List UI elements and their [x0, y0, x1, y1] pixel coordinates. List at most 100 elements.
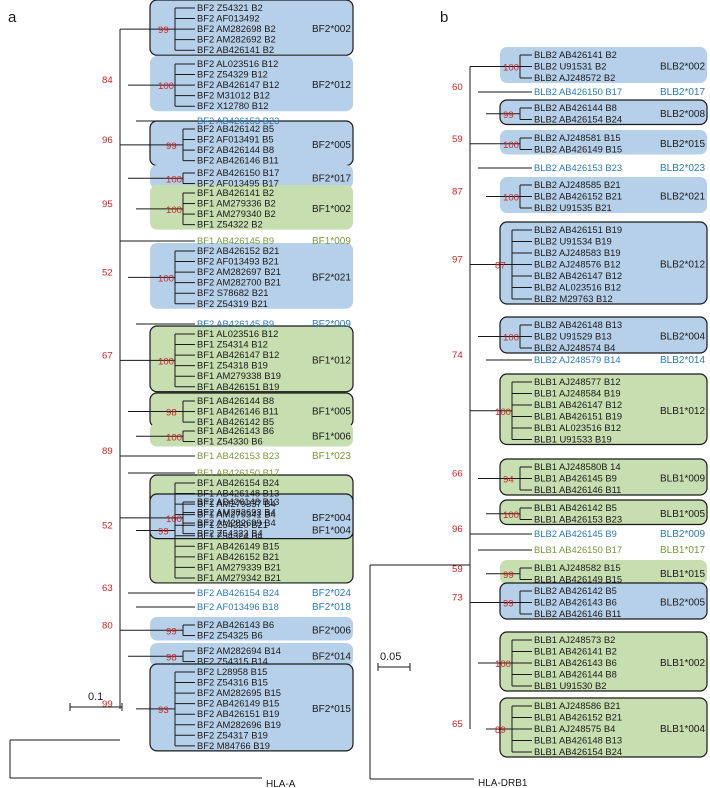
a-leaf-label: BF1 AB426149 B15 [197, 540, 279, 551]
b-leaf-label: BLB1 AB426147 B12 [534, 399, 622, 410]
b-group-name: BLB1*009 [660, 474, 705, 485]
a-leaf-label: BF1 AB426154 B24 [197, 477, 279, 488]
b-group-name: BLB1*002 [660, 658, 705, 669]
b-leaf-label: BLB1 AJ248582 B15 [534, 562, 621, 573]
b-group-box [499, 582, 708, 620]
a-leaf-label: BF2 Z54319 B21 [197, 298, 268, 309]
a-leaf-label: BF2 AL023516 B12 [197, 58, 278, 69]
outgroup-label-b: HLA-DRB1 [478, 778, 528, 788]
a-leaf-label: BF1 Z54320 B21 [197, 519, 268, 530]
a-bootstrap: 98 [166, 652, 177, 663]
a-leaf-label: BF2 AF013495 B17 [197, 178, 279, 189]
a-leaf-label: BF1 AM279339 B21 [197, 561, 281, 572]
b-inner-bootstrap: 65 [452, 719, 463, 730]
b-leaf-label: BLB2 AB426146 B11 [534, 608, 621, 619]
a-leaf-label: BF2 AB426146 B11 [197, 155, 279, 166]
a-bootstrap: 100 [166, 432, 182, 443]
a-leaf-label: BF1 AM279340 B2 [197, 208, 276, 219]
b-leaf-label: BLB2 AB426142 B5 [534, 585, 617, 596]
b-leaf-label: BLB1 AL023516 B12 [534, 422, 621, 433]
b-leaf-label: BLB2 U91535 B21 [534, 202, 612, 213]
a-leaf-label: BF2 AB426148 B13 [197, 496, 279, 507]
a-leaf-label: BF2 AM282693 B4 [197, 507, 276, 518]
a-leaf-label: BF1 AB426144 B8 [197, 395, 274, 406]
b-leaf-label: BLB2 AB426154 B24 [534, 114, 622, 125]
b-bootstrap: 99 [503, 110, 514, 121]
a-leaf-label: BF2 AF013491 B5 [197, 134, 274, 145]
b-leaf-label: BLB2 AB426143 B6 [534, 597, 617, 608]
b-leaf-label: BLB1 AJ248575 B4 [534, 723, 615, 734]
b-group-name: BLB1*015 [660, 569, 705, 580]
b-inner-bootstrap: 59 [452, 134, 463, 145]
a-leaf-label: BF1 AB426150 B17 [197, 467, 279, 478]
b-group-name: BLB2*017 [660, 87, 705, 98]
b-group-name: BLB2*015 [660, 139, 705, 150]
panel-label-b: b [440, 9, 448, 26]
b-group-box [500, 177, 707, 213]
a-bootstrap: 100 [166, 514, 182, 525]
b-leaf-label: BLB1 AJ248586 B21 [534, 700, 621, 711]
b-leaf-label: BLB2 M29763 B12 [534, 293, 613, 304]
a-group-name: BF1*004 [312, 525, 351, 536]
b-bootstrap: 100 [495, 659, 511, 670]
b-leaf-label: BLB1 AB426141 B2 [534, 646, 617, 657]
b-bootstrap: 100 [503, 193, 519, 204]
b-bootstrap: 87 [495, 261, 506, 272]
b-leaf-label: BLB1 AB426143 B6 [534, 657, 617, 668]
a-leaf-label: BF2 AB426145 B9 [197, 318, 274, 329]
b-group-name: BLB2*008 [660, 109, 705, 120]
a-group-name: BF2*012 [312, 80, 351, 91]
a-bootstrap: 99 [166, 141, 177, 152]
b-bootstrap: 100 [503, 63, 519, 74]
a-group-name: BF2*004 [312, 513, 351, 524]
a-leaf-label: BF1 AB426143 B6 [197, 425, 274, 436]
a-inner-bootstrap: 67 [102, 350, 113, 361]
a-leaf-label: BF2 AB426151 B19 [197, 708, 279, 719]
scale-bar-a: 0.1 [69, 691, 123, 711]
b-group-name: BLB2*021 [660, 192, 705, 203]
a-group-name: BF1*023 [312, 451, 351, 462]
a-bootstrap: 100 [158, 356, 174, 367]
a-bootstrap: 99 [158, 25, 169, 36]
b-leaf-label: BLB2 AJ248585 B21 [534, 179, 621, 190]
b-group-name: BLB2*014 [660, 355, 705, 366]
a-leaf-label: BF1 AB426146 B11 [197, 406, 279, 417]
a-bootstrap: 100 [166, 174, 182, 185]
b-group-name: BLB1*017 [660, 545, 705, 556]
a-leaf-label: BF1 AB426151 B19 [197, 381, 279, 392]
b-group-name: BLB2*009 [660, 529, 705, 540]
b-leaf-label: BLB2 AJ248579 B14 [534, 354, 621, 365]
a-leaf-label: BF2 AF013493 B21 [197, 256, 279, 267]
b-group-name: BLB2*002 [660, 62, 705, 73]
b-leaf-label: BLB2 U91534 B19 [534, 236, 612, 247]
b-inner-bootstrap: 87 [452, 187, 463, 198]
a-inner-bootstrap: 89 [102, 446, 113, 457]
outgroup-label-a: HLA-A [266, 779, 296, 788]
b-leaf-label: BLB1 AB426150 B17 [534, 544, 622, 555]
a-bootstrap: 93 [158, 705, 169, 716]
b-leaf-label: BLB1 AB426144 B8 [534, 669, 617, 680]
a-group-name: BF1*005 [312, 407, 351, 418]
b-group-box [500, 47, 707, 83]
b-leaf-label: BLB2 AJ248574 B4 [534, 342, 615, 353]
a-leaf-label: BF2 Z54323 B4 [197, 528, 263, 539]
a-group-name: BF2*009 [312, 319, 351, 330]
a-leaf-label: BF2 AM282694 B14 [197, 645, 281, 656]
b-group-name: BLB1*012 [660, 406, 705, 417]
a-leaf-label: BF2 Z54325 B6 [197, 630, 263, 641]
a-leaf-label: BF2 X12780 B12 [197, 100, 268, 111]
a-leaf-label: BF1 Z54330 B6 [197, 436, 263, 447]
a-inner-bootstrap: 99 [102, 699, 113, 710]
b-leaf-label: BLB2 AB426144 B8 [534, 102, 617, 113]
a-leaf-label: BF2 AB426154 B24 [197, 587, 279, 598]
a-leaf-label: BF1 Z54324 B4 [197, 530, 263, 541]
b-leaf-label: BLB1 AJ248577 B12 [534, 376, 621, 387]
b-inner-bootstrap: 74 [452, 350, 463, 361]
a-leaf-label: BF2 AM282696 B19 [197, 719, 281, 730]
a-leaf-label: BF2 S78682 B21 [197, 287, 268, 298]
b-leaf-label: BLB1 AJ248580B 14 [534, 461, 621, 472]
a-leaf-label: BF2 AB426149 B15 [197, 698, 279, 709]
b-leaf-label: BLB1 AB426142 B5 [534, 502, 617, 513]
b-inner-bootstrap: 73 [452, 593, 463, 604]
a-group-box [149, 0, 354, 56]
